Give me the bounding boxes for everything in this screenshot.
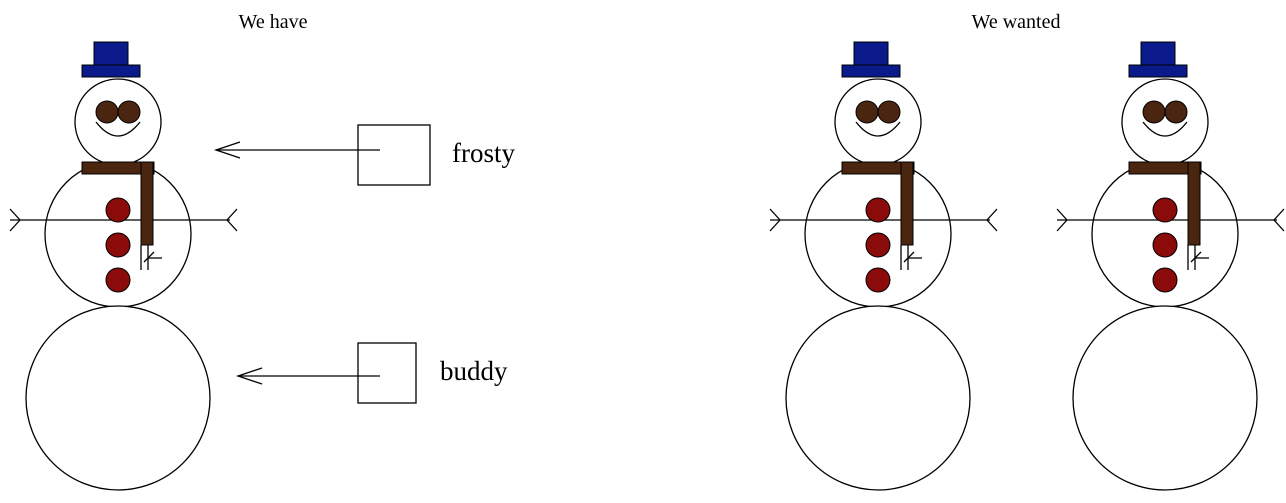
- variable-frosty: frosty: [213, 124, 515, 186]
- heading-we-have: We have: [239, 11, 308, 33]
- arrowhead-buddy: [235, 367, 263, 385]
- arrowhead-frosty: [213, 141, 241, 159]
- wanted-snowman-2: [1056, 41, 1285, 491]
- heading-we-wanted: We wanted: [972, 11, 1061, 33]
- variable-buddy: buddy: [235, 342, 508, 404]
- snowman-bottom-ball: [25, 305, 211, 491]
- variable-label-frosty: frosty: [452, 138, 515, 168]
- snowman-top-half: [9, 41, 238, 308]
- wanted-snowman-1: [769, 41, 998, 491]
- variable-box-frosty: [357, 124, 431, 186]
- variable-box-buddy: [357, 342, 417, 404]
- variable-label-buddy: buddy: [440, 356, 508, 386]
